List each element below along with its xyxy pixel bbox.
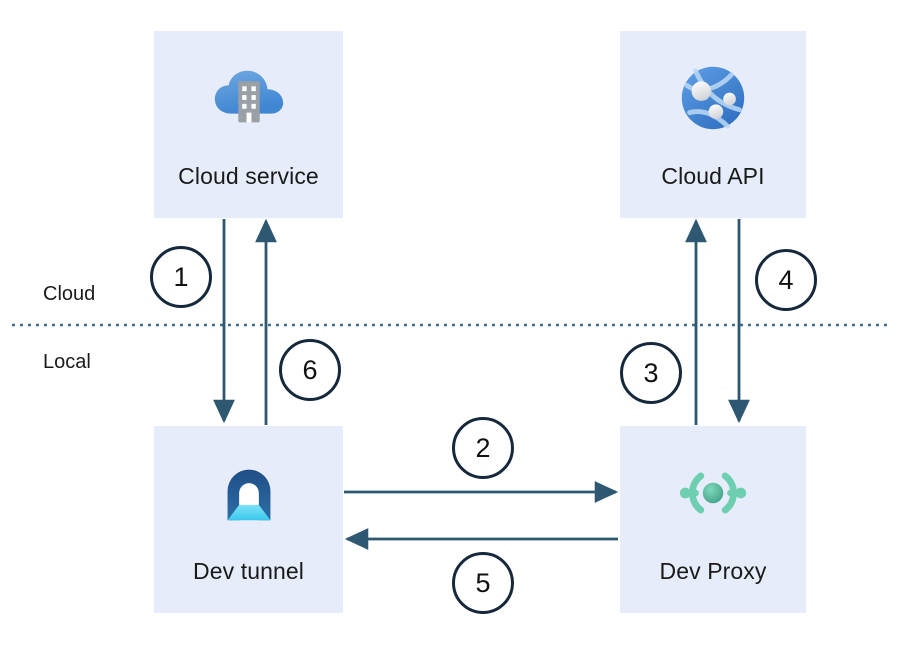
dev-proxy-icon — [679, 472, 747, 514]
step-badge-2[interactable]: 2 — [452, 417, 514, 479]
node-dev-tunnel[interactable]: Dev tunnel — [154, 426, 343, 613]
step-badge-3[interactable]: 3 — [620, 342, 682, 404]
step-badge-4[interactable]: 4 — [755, 249, 817, 311]
cloud-building-icon — [214, 70, 283, 123]
node-cloud-api[interactable]: Cloud API — [620, 31, 806, 218]
zone-label-local: Local — [43, 351, 91, 373]
dev-tunnel-icon — [227, 469, 270, 521]
step-badge-6[interactable]: 6 — [279, 339, 341, 401]
node-dev-proxy[interactable]: Dev Proxy — [620, 426, 806, 613]
node-label-dev-proxy: Dev Proxy — [659, 558, 767, 584]
step-badge-1[interactable]: 1 — [150, 246, 212, 308]
node-cloud-service[interactable]: Cloud service — [154, 31, 343, 218]
zone-label-cloud: Cloud — [43, 283, 96, 305]
step-badge-5[interactable]: 5 — [452, 552, 514, 614]
node-label-cloud-api: Cloud API — [661, 163, 765, 189]
cloud-api-globe-icon — [681, 66, 745, 130]
node-label-dev-tunnel: Dev tunnel — [193, 558, 304, 584]
node-label-cloud-service: Cloud service — [178, 163, 319, 189]
